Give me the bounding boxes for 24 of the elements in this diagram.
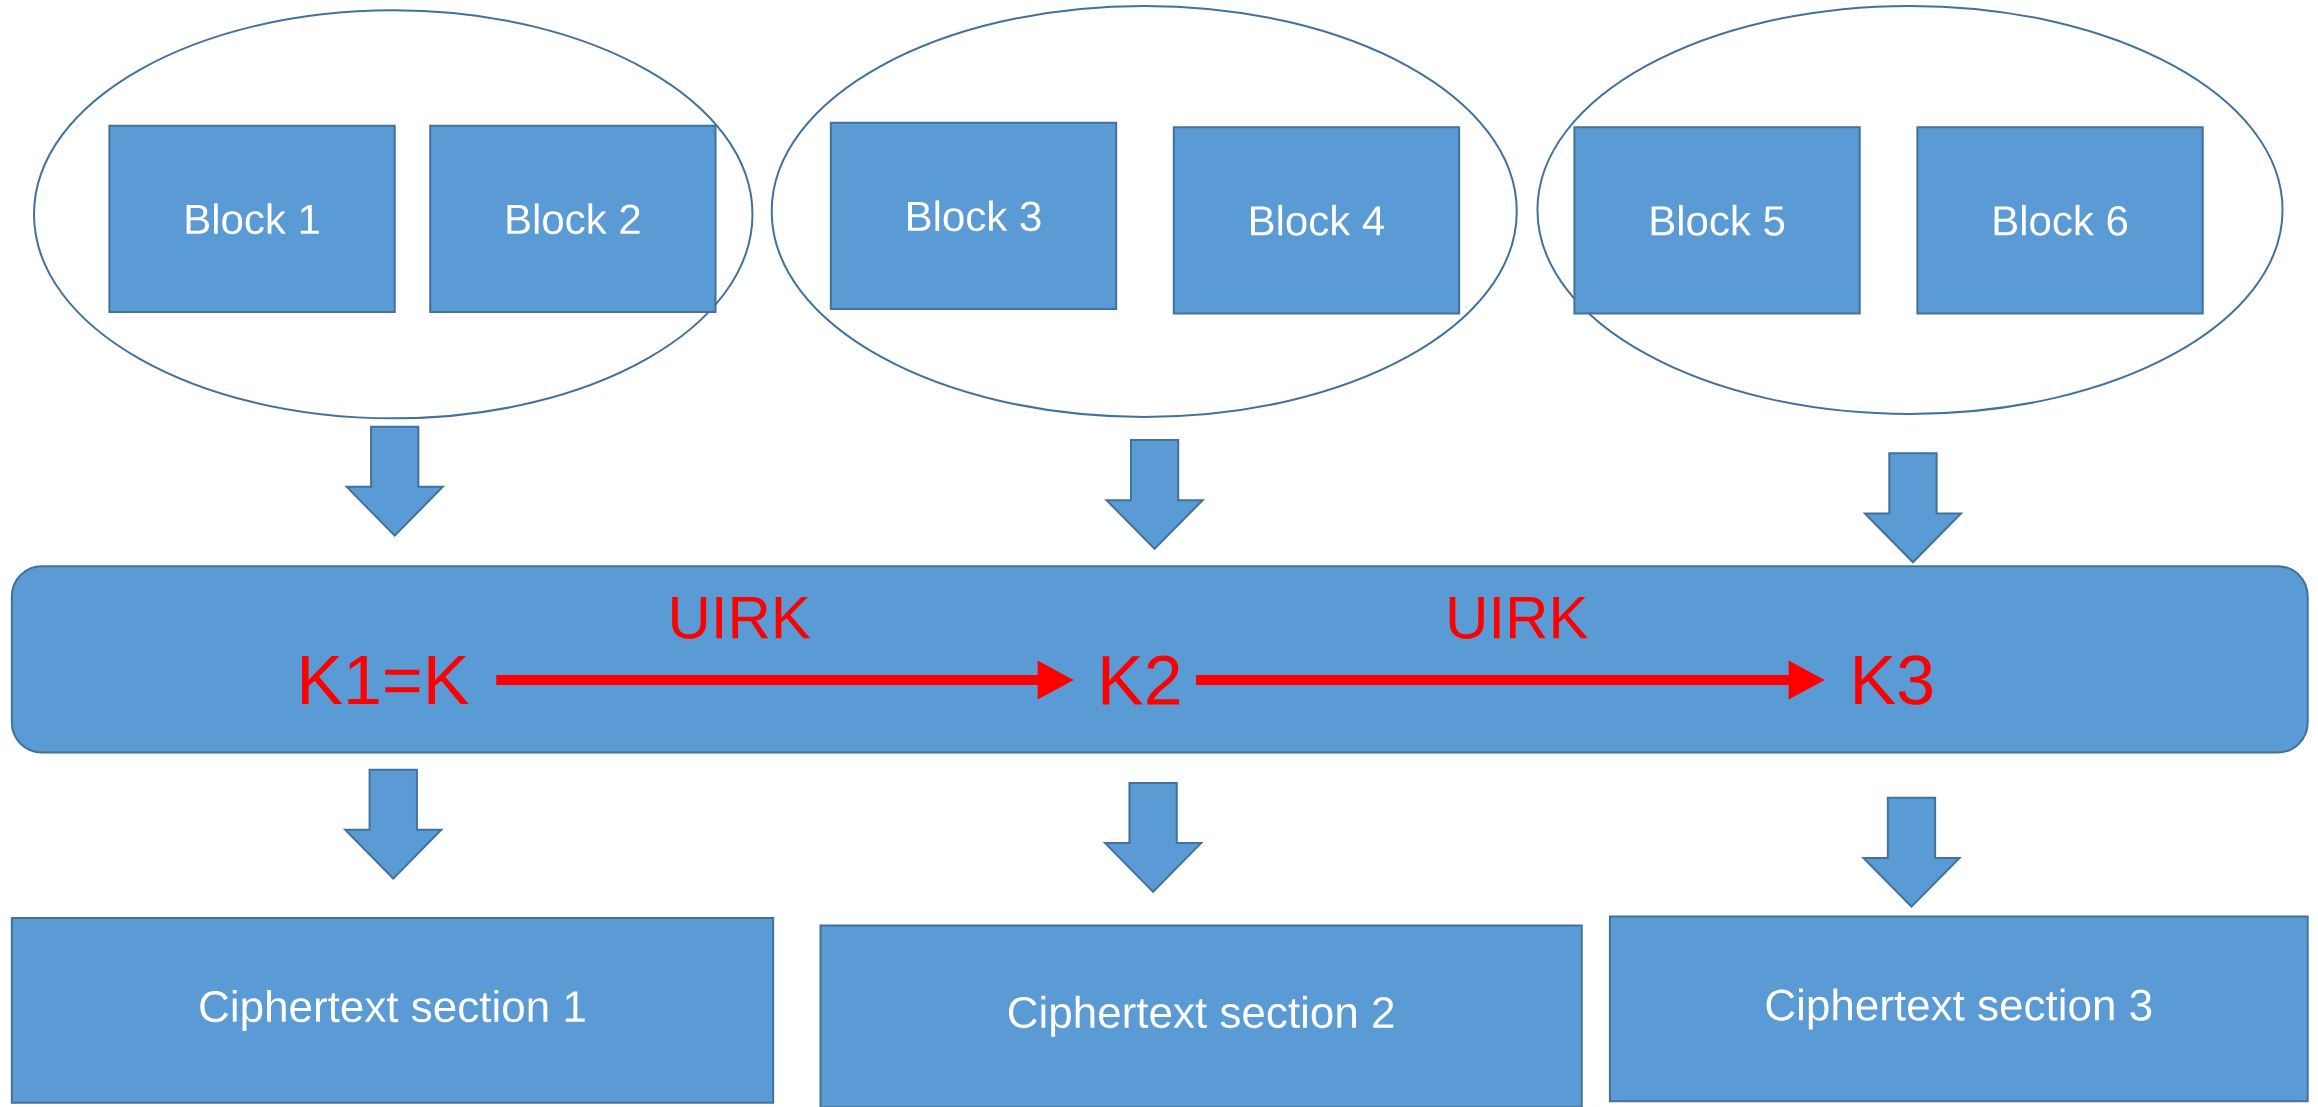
ellipse-outline — [770, 4, 1518, 418]
key-label: K2 — [1102, 655, 1180, 705]
block-box: Block 3 — [829, 121, 1118, 310]
key-band — [10, 565, 2309, 754]
ciphertext-box: Ciphertext section 2 — [819, 924, 1583, 1107]
block-arrow — [1862, 452, 1964, 564]
block-box: Block 2 — [429, 124, 717, 313]
ellipse-outline — [1536, 4, 2284, 415]
block-arrow — [344, 425, 446, 538]
block-box: Block 1 — [108, 124, 396, 313]
ciphertext-box: Ciphertext section 1 — [10, 917, 775, 1104]
edge-label: UIRK — [665, 595, 813, 641]
key-label: K1=K — [302, 655, 469, 705]
block-arrow — [342, 768, 444, 880]
ciphertext-box: Ciphertext section 3 — [1608, 915, 2309, 1103]
block-arrow — [1861, 796, 1962, 909]
block-arrow — [1104, 439, 1205, 551]
ellipse-outline — [33, 9, 754, 420]
block-arrow — [1102, 782, 1204, 894]
block-box: Block 4 — [1172, 126, 1461, 315]
edge-label: UIRK — [1443, 595, 1591, 641]
block-box: Block 6 — [1916, 126, 2204, 315]
key-label: K3 — [1855, 655, 1932, 705]
block-box: Block 5 — [1573, 126, 1861, 315]
